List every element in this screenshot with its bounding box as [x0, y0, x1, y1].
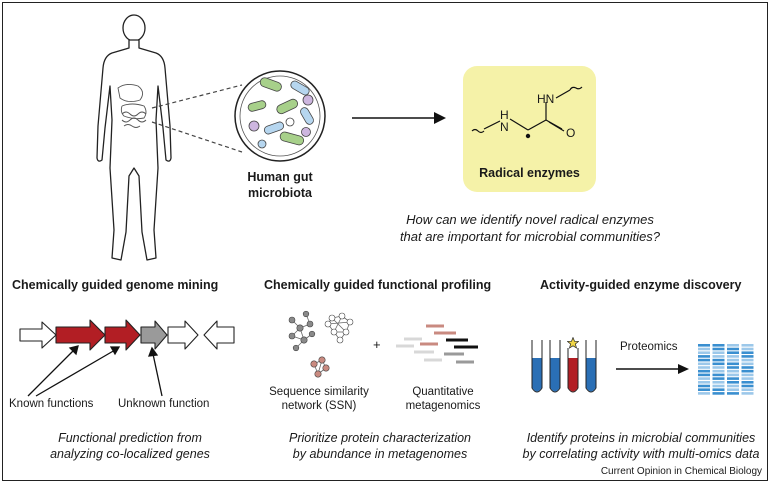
heatmap-cell [727, 388, 739, 391]
heatmap-cell [712, 347, 725, 351]
heatmap-cell [727, 381, 739, 384]
heatmap-cell [741, 381, 754, 384]
main-arrow [352, 112, 446, 124]
heatmap-cell [698, 369, 710, 373]
unknown-function-label: Unknown function [118, 398, 210, 410]
radical-structure-icon [471, 86, 583, 139]
heatmap-cell [712, 355, 725, 358]
chem-o: O [566, 126, 576, 140]
heatmap-cell [712, 381, 725, 384]
heatmap-cell [741, 392, 754, 395]
microbiota-label-line2: microbiota [248, 186, 312, 200]
panel-functional-profiling-title: Chemically guided functional profiling [264, 278, 492, 292]
plus-sign: + [373, 337, 381, 352]
chem-hn: HN [537, 92, 555, 106]
ssn-network-icon [288, 310, 354, 378]
functional-profiling-caption-line2: by abundance in metagenomes [292, 447, 468, 461]
heatmap-cell [698, 344, 710, 347]
heatmap-cell [727, 366, 739, 369]
heatmap-cell [698, 392, 710, 395]
heatmap-cell [712, 344, 725, 347]
genome-mining-caption-line1: Functional prediction from [58, 431, 202, 445]
heatmap-cell [698, 355, 710, 358]
heatmap-cell [712, 362, 725, 366]
heatmap-cell [727, 369, 739, 373]
figure-frame [2, 2, 768, 481]
zoom-lines [151, 84, 243, 153]
question-line1: How can we identify novel radical enzyme… [406, 212, 654, 227]
enzyme-discovery-caption-line1: Identify proteins in microbial communiti… [526, 431, 756, 445]
question-line2: that are important for microbial communi… [399, 229, 661, 244]
proteomics-arrow [616, 364, 689, 374]
heatmap-cell [712, 388, 725, 391]
heatmap-cell [698, 347, 710, 351]
heatmap-cell [727, 362, 739, 366]
genome-mining-caption-line2: analyzing co-localized genes [50, 447, 210, 461]
heatmap-cell [712, 384, 725, 388]
heatmap-cell [727, 351, 739, 354]
heatmap-cell [727, 355, 739, 358]
functional-profiling-caption-line1: Prioritize protein characterization [288, 431, 472, 445]
heatmap-cell [741, 362, 754, 366]
metagenomics-reads-icon [396, 324, 478, 364]
heatmap-cell [698, 358, 710, 362]
heatmap-cell [741, 377, 754, 380]
star-icon [567, 337, 579, 349]
enzyme-discovery-caption-line2: by correlating activity with multi-omics… [522, 447, 760, 461]
heatmap-cell [712, 392, 725, 395]
heatmap-cell [698, 366, 710, 369]
heatmap-cell [712, 351, 725, 354]
heatmap-cell [698, 381, 710, 384]
heatmap-cell [698, 388, 710, 391]
known-functions-label: Known functions [9, 398, 94, 410]
heatmap-cell [741, 347, 754, 351]
ssn-label-line1: Sequence similarity [269, 386, 369, 398]
gene-cluster-icon [19, 319, 235, 397]
microbiota-label-line1: Human gut [247, 170, 313, 184]
heatmap-cell [741, 369, 754, 373]
heatmap-cell [698, 362, 710, 366]
heatmap-cell [712, 366, 725, 369]
heatmap-cell [698, 384, 710, 388]
heatmap-cell [741, 358, 754, 362]
heatmap-cell [741, 366, 754, 369]
test-tubes-icon [531, 340, 597, 393]
heatmap-cell [727, 377, 739, 380]
heatmap-cell [741, 351, 754, 354]
heatmap-cell [741, 355, 754, 358]
ssn-label-line2: network (SSN) [281, 400, 357, 412]
heatmap-cell [741, 344, 754, 347]
heatmap-cell [741, 388, 754, 391]
heatmap-cell [741, 373, 754, 377]
heatmap-cell [698, 351, 710, 354]
heatmap-cell [727, 344, 739, 347]
heatmap-cell [741, 384, 754, 388]
metagenomics-label-line1: Quantitative [412, 386, 474, 398]
heatmap-cell [727, 347, 739, 351]
heatmap-cell [698, 377, 710, 380]
heatmap-icon [698, 344, 754, 395]
petri-dish-icon [234, 70, 326, 162]
panel-genome-mining-title: Chemically guided genome mining [12, 278, 219, 292]
heatmap-cell [727, 392, 739, 395]
heatmap-cell [727, 384, 739, 388]
heatmap-cell [698, 373, 710, 377]
heatmap-cell [712, 373, 725, 377]
chem-h: H [500, 108, 509, 122]
proteomics-label: Proteomics [620, 341, 678, 353]
metagenomics-label-line2: metagenomics [405, 400, 481, 412]
heatmap-cell [727, 358, 739, 362]
heatmap-cell [712, 369, 725, 373]
footer-credit: Current Opinion in Chemical Biology [600, 466, 762, 477]
heatmap-cell [727, 373, 739, 377]
human-body-icon [96, 14, 172, 261]
heatmap-cell [712, 358, 725, 362]
enzyme-label: Radical enzymes [479, 166, 580, 180]
panel-enzyme-discovery-title: Activity-guided enzyme discovery [540, 278, 742, 292]
chem-n: N [500, 120, 509, 134]
heatmap-cell [712, 377, 725, 380]
